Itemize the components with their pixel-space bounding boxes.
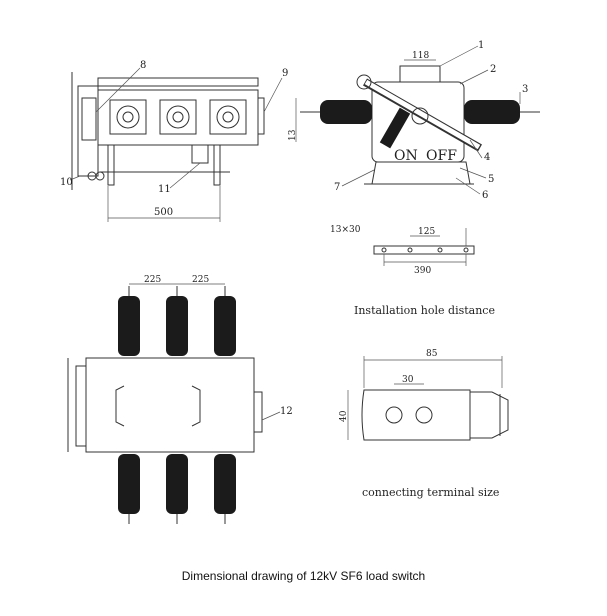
bushing-top-2 (166, 286, 188, 356)
bushing-top-1 (118, 286, 140, 356)
mounting-base (371, 161, 471, 185)
bushing-bottom-3 (214, 454, 236, 524)
terminal-view: 85 30 40 connecting terminal size (339, 349, 509, 499)
callout-2: 2 (490, 64, 496, 75)
bushing-bottom-1 (118, 454, 140, 524)
dim-pitch: 125 (418, 227, 435, 237)
hole-view-title: Installation hole distance (354, 304, 495, 317)
terminal-view-title: connecting terminal size (362, 486, 499, 499)
callout-8: 8 (140, 60, 146, 71)
bushing-flange-1 (109, 99, 147, 135)
bushing-flange-2 (159, 99, 197, 135)
bushing-top-3 (214, 286, 236, 356)
callout-6: 6 (482, 190, 488, 201)
dim-side: 13 (288, 129, 298, 141)
callout-11: 11 (158, 184, 171, 195)
dim-b: 225 (192, 275, 209, 285)
callout-7: 7 (334, 182, 340, 193)
figure-caption: Dimensional drawing of 12kV SF6 load swi… (181, 569, 426, 583)
bushing-right (464, 100, 540, 124)
bushing-bottom-2 (166, 454, 188, 524)
switch-body-front (97, 89, 259, 146)
handle-lever (379, 107, 411, 149)
operating-mechanism-box (77, 85, 99, 177)
dim-slot: 13×30 (330, 225, 361, 235)
dim-height: 40 (339, 410, 349, 422)
top-view: 225 225 12 (67, 275, 293, 524)
callout-10: 10 (60, 177, 73, 188)
dim-length: 85 (426, 349, 438, 359)
bushing-left (300, 100, 372, 124)
bushing-flange-3 (209, 99, 247, 135)
terminal-hole-1 (385, 406, 403, 424)
callout-3: 3 (522, 84, 528, 95)
callout-1: 1 (478, 40, 484, 51)
label-on: ON (394, 148, 418, 164)
callout-12: 12 (280, 406, 293, 417)
dim-top: 118 (412, 51, 429, 61)
front-view: 500 8 9 10 11 (60, 60, 288, 222)
mounting-rail (373, 245, 475, 255)
dim-total: 390 (414, 266, 431, 276)
terminal-hole-2 (415, 406, 433, 424)
callout-4: 4 (484, 152, 490, 163)
dim-a: 225 (144, 275, 161, 285)
dim-hole: 30 (402, 375, 414, 385)
installation-hole-view: 13×30 125 390 Installation hole distance (330, 225, 495, 317)
side-view: 118 ON OFF 13 1 2 3 4 5 6 7 (288, 40, 540, 201)
callout-5: 5 (488, 174, 494, 185)
label-off: OFF (426, 148, 457, 164)
callout-9: 9 (282, 68, 288, 79)
terminal-plate (361, 389, 471, 441)
dim-width: 500 (154, 207, 173, 218)
switch-body-top (85, 357, 255, 453)
